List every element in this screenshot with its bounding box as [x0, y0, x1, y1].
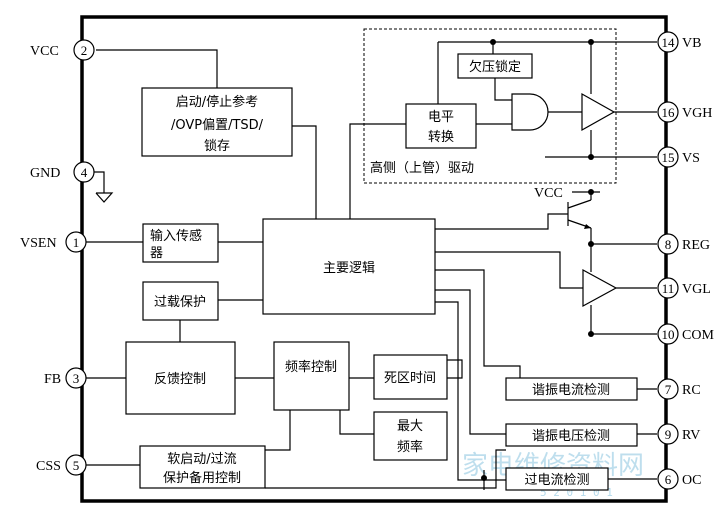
svg-text:7: 7: [665, 382, 672, 397]
svg-text:9: 9: [665, 427, 672, 442]
svg-text:软启动/过流: 软启动/过流: [167, 452, 236, 467]
pin-vsen: VSEN 1: [20, 231, 87, 253]
pin-gnd: GND 4: [30, 161, 95, 183]
svg-text:15: 15: [662, 150, 675, 165]
block-over-current: 过电流检测: [505, 467, 609, 491]
svg-text:VS: VS: [682, 151, 700, 166]
block-uvlo: 欠压锁定: [457, 53, 533, 79]
pin-reg: 8 REG: [657, 233, 710, 255]
svg-text:5: 5: [73, 458, 80, 473]
svg-text:14: 14: [662, 35, 676, 50]
svg-text:VSEN: VSEN: [20, 236, 57, 251]
svg-text:反馈控制: 反馈控制: [154, 372, 206, 387]
svg-text:锁存: 锁存: [204, 138, 230, 154]
pin-vcc: VCC 2: [30, 39, 95, 61]
block-startstop-ref: 启动/停止参考 /OVP偏置/TSD/ 锁存: [141, 87, 293, 157]
svg-text:6: 6: [665, 472, 672, 487]
svg-text:RV: RV: [682, 428, 700, 443]
svg-text:2: 2: [81, 43, 88, 58]
svg-text:转换: 转换: [428, 130, 454, 145]
svg-text:COM: COM: [682, 328, 714, 343]
svg-text:欠压锁定: 欠压锁定: [469, 59, 521, 75]
block-softstart: 软启动/过流 保护备用控制: [139, 445, 266, 489]
block-max-freq: 最大 频率: [373, 411, 448, 461]
svg-text:启动/停止参考: 启动/停止参考: [176, 94, 258, 110]
block-level-shift: 电平 转换: [405, 103, 477, 149]
pin-vgh: 16 VGH: [657, 101, 712, 123]
svg-text:最大: 最大: [397, 419, 423, 434]
pin-oc: 6 OC: [657, 468, 701, 490]
svg-text:电平: 电平: [428, 110, 454, 125]
svg-text:死区时间: 死区时间: [384, 371, 436, 386]
svg-text:谐振电流检测: 谐振电流检测: [532, 383, 610, 398]
and-gate: [511, 93, 549, 131]
high-side-region: [363, 28, 617, 184]
block-res-current: 谐振电流检测: [505, 377, 638, 401]
svg-text:输入传感: 输入传感: [150, 228, 202, 244]
svg-text:OC: OC: [682, 473, 701, 488]
block-dead-time: 死区时间: [373, 354, 448, 400]
svg-text:1: 1: [73, 235, 80, 250]
svg-text:VGL: VGL: [682, 282, 711, 297]
chip-outline: [80, 15, 668, 503]
pin-fb: FB 3: [44, 367, 87, 389]
high-side-driver-triangle: [581, 92, 616, 132]
reg-transistor: [567, 199, 592, 229]
svg-text:FB: FB: [44, 372, 61, 387]
svg-text:4: 4: [81, 165, 88, 180]
svg-text:11: 11: [662, 281, 675, 296]
svg-text:主要逻辑: 主要逻辑: [323, 261, 375, 276]
svg-text:过载保护: 过载保护: [154, 295, 206, 310]
svg-text:VCC: VCC: [30, 44, 59, 59]
block-overload: 过载保护: [142, 281, 219, 321]
svg-text:过电流检测: 过电流检测: [524, 473, 589, 488]
pin-vb: 14 VB: [657, 31, 701, 53]
high-side-label: 高侧（上管）驱动: [370, 160, 474, 176]
svg-text:VGH: VGH: [682, 106, 712, 121]
svg-text:/OVP偏置/TSD/: /OVP偏置/TSD/: [171, 118, 264, 133]
svg-text:保护备用控制: 保护备用控制: [163, 470, 241, 486]
svg-text:16: 16: [662, 105, 676, 120]
pin-rc: 7 RC: [657, 378, 701, 400]
block-feedback: 反馈控制: [125, 341, 236, 415]
svg-text:REG: REG: [682, 238, 710, 253]
low-side-driver-triangle: [582, 268, 618, 308]
svg-text:3: 3: [73, 371, 80, 386]
pin-css: CSS 5: [36, 454, 87, 476]
svg-text:8: 8: [665, 237, 672, 252]
svg-text:器: 器: [150, 246, 163, 261]
vcc-internal-label: VCC: [534, 186, 563, 201]
svg-text:谐振电压检测: 谐振电压检测: [532, 429, 610, 444]
svg-text:频率控制: 频率控制: [285, 359, 337, 375]
pin-rv: 9 RV: [657, 423, 700, 445]
svg-text:10: 10: [662, 327, 675, 342]
block-input-sensor: 输入传感 器: [142, 223, 219, 263]
svg-text:GND: GND: [30, 166, 60, 181]
block-main-logic: 主要逻辑: [262, 218, 436, 315]
svg-text:频率: 频率: [397, 439, 423, 455]
svg-text:RC: RC: [682, 383, 701, 398]
svg-text:VB: VB: [682, 36, 701, 51]
pin-vgl: 11 VGL: [657, 277, 711, 299]
svg-text:CSS: CSS: [36, 459, 61, 474]
block-res-voltage: 谐振电压检测: [505, 423, 638, 447]
pin-com: 10 COM: [657, 323, 714, 345]
pin-vs: 15 VS: [657, 146, 700, 168]
block-freq-ctrl: 频率控制: [273, 341, 350, 411]
